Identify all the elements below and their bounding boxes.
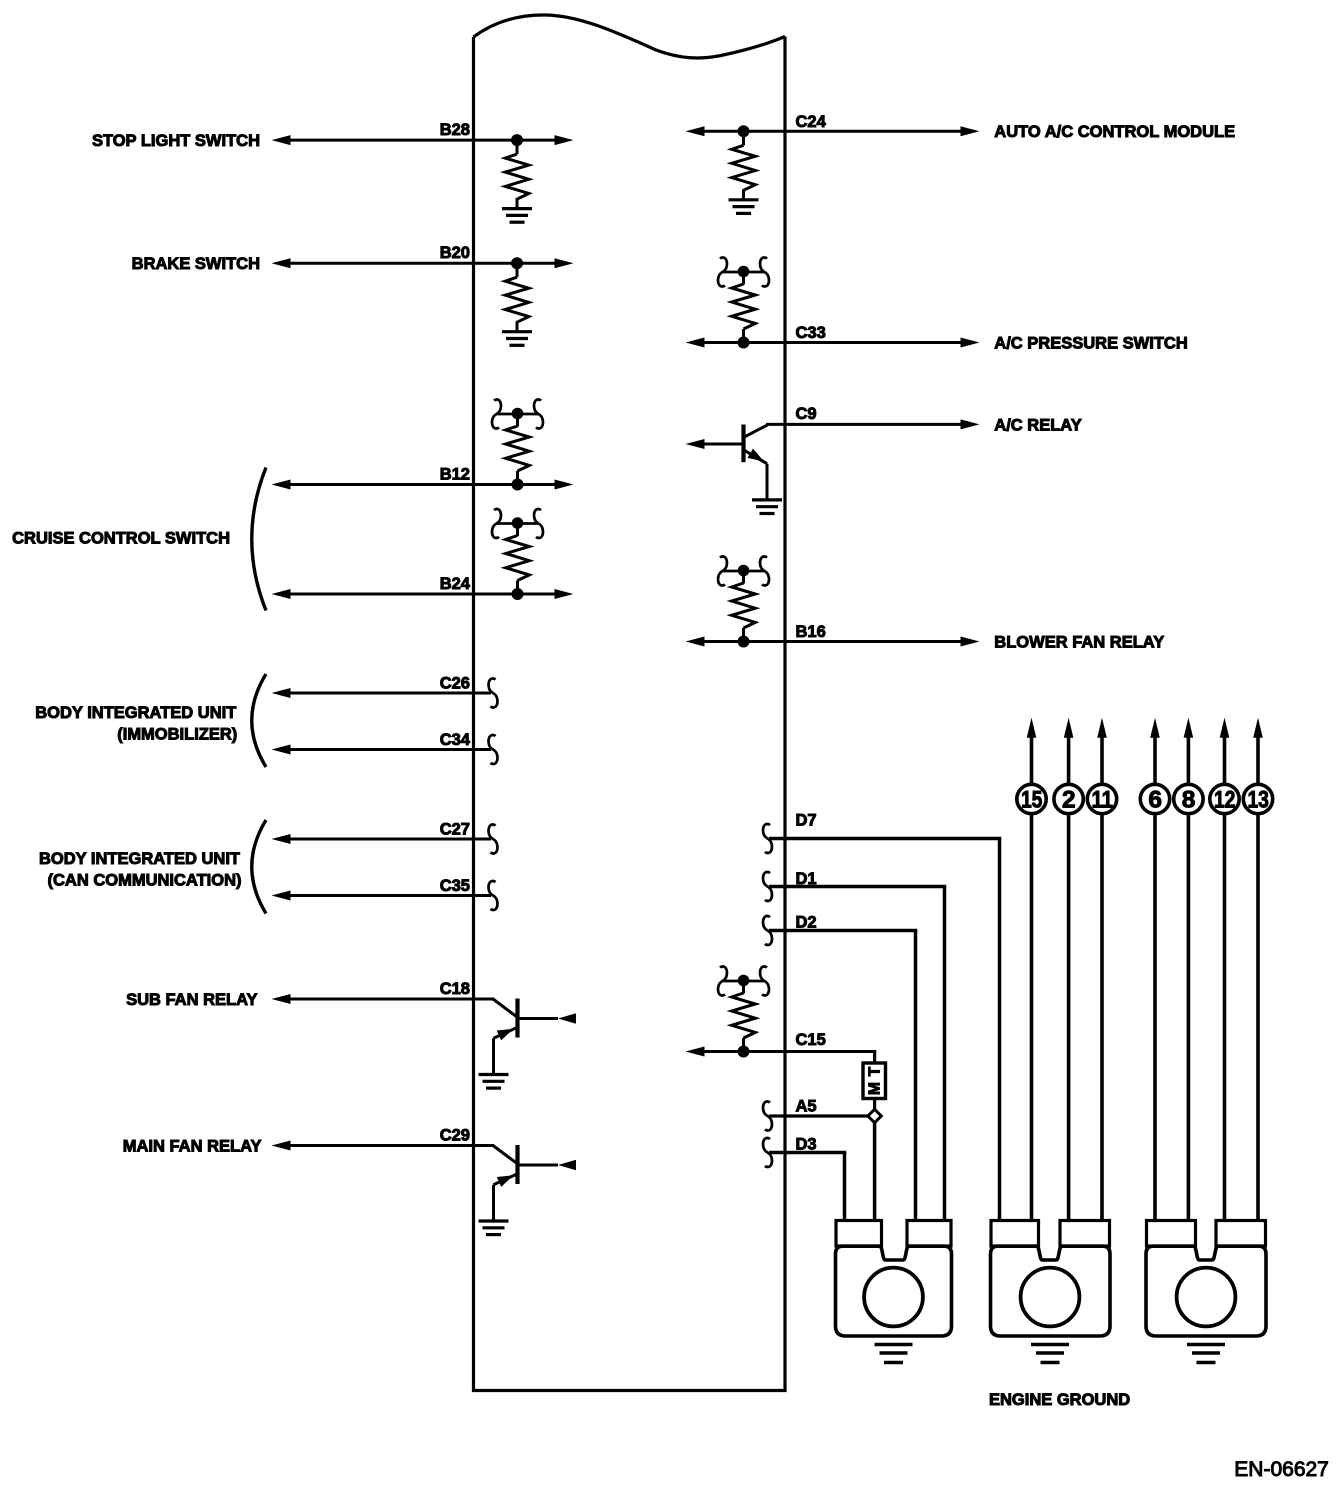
svg-text:C33: C33 xyxy=(796,324,826,342)
svg-text:12: 12 xyxy=(1214,787,1236,814)
svg-text:CRUISE CONTROL SWITCH: CRUISE CONTROL SWITCH xyxy=(12,529,230,547)
svg-text:AUTO A/C CONTROL MODULE: AUTO A/C CONTROL MODULE xyxy=(994,123,1235,141)
svg-text:11: 11 xyxy=(1091,787,1113,814)
svg-text:13: 13 xyxy=(1247,787,1269,814)
svg-text:BODY INTEGRATED UNIT: BODY INTEGRATED UNIT xyxy=(35,704,236,722)
svg-text:B20: B20 xyxy=(440,244,470,262)
svg-text:(CAN COMMUNICATION): (CAN COMMUNICATION) xyxy=(48,871,242,889)
svg-text:C35: C35 xyxy=(440,877,470,895)
svg-text:C29: C29 xyxy=(440,1126,470,1144)
svg-text:BLOWER FAN RELAY: BLOWER FAN RELAY xyxy=(994,633,1164,651)
svg-text:D3: D3 xyxy=(796,1136,817,1154)
svg-text:STOP LIGHT SWITCH: STOP LIGHT SWITCH xyxy=(92,132,260,150)
svg-text:8: 8 xyxy=(1182,787,1196,814)
svg-text:B24: B24 xyxy=(440,575,471,593)
svg-text:B12: B12 xyxy=(440,465,470,483)
svg-text:B28: B28 xyxy=(440,121,470,139)
svg-text:(IMMOBILIZER): (IMMOBILIZER) xyxy=(117,725,237,743)
svg-text:15: 15 xyxy=(1021,787,1043,814)
svg-text:SUB FAN RELAY: SUB FAN RELAY xyxy=(126,991,257,1009)
svg-text:D2: D2 xyxy=(796,914,817,932)
svg-text:C27: C27 xyxy=(440,820,470,838)
svg-text:A/C PRESSURE SWITCH: A/C PRESSURE SWITCH xyxy=(994,334,1187,352)
svg-text:C15: C15 xyxy=(796,1031,826,1049)
svg-text:MAIN FAN RELAY: MAIN FAN RELAY xyxy=(123,1137,262,1155)
svg-text:A5: A5 xyxy=(796,1098,817,1116)
svg-text:D7: D7 xyxy=(796,812,817,830)
svg-text:T: T xyxy=(866,1066,883,1076)
svg-text:C26: C26 xyxy=(440,674,470,692)
svg-text:M: M xyxy=(866,1082,883,1095)
svg-text:C34: C34 xyxy=(440,731,471,749)
svg-text:C18: C18 xyxy=(440,980,470,998)
svg-text:BODY INTEGRATED UNIT: BODY INTEGRATED UNIT xyxy=(39,850,240,868)
svg-text:6: 6 xyxy=(1148,787,1162,814)
svg-text:ENGINE GROUND: ENGINE GROUND xyxy=(989,1391,1130,1409)
svg-text:EN-06627: EN-06627 xyxy=(1234,1458,1329,1481)
svg-text:A/C RELAY: A/C RELAY xyxy=(994,416,1081,434)
svg-text:BRAKE SWITCH: BRAKE SWITCH xyxy=(132,255,260,273)
svg-text:B16: B16 xyxy=(796,623,826,641)
svg-text:D1: D1 xyxy=(796,870,817,888)
svg-text:C24: C24 xyxy=(796,113,827,131)
svg-text:C9: C9 xyxy=(796,405,817,423)
svg-text:2: 2 xyxy=(1062,787,1076,814)
